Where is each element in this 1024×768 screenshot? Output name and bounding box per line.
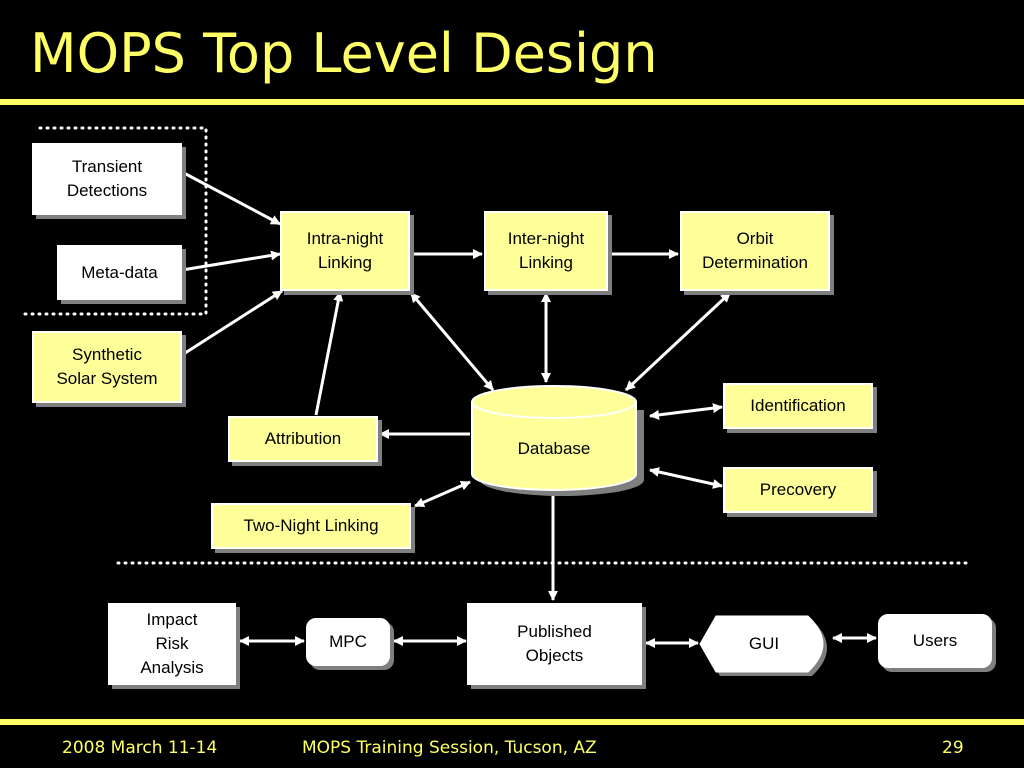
gui-shape bbox=[699, 615, 827, 676]
slide-title: MOPS Top Level Design bbox=[30, 22, 658, 85]
orbit-determination-node: Orbit Determination bbox=[680, 211, 830, 291]
arrow-intra-database bbox=[409, 292, 495, 391]
precovery-node: Precovery bbox=[723, 467, 873, 513]
identification-node: Identification bbox=[723, 383, 873, 429]
footer-page-number: 29 bbox=[942, 738, 964, 758]
transient-detections-node: Transient Detections bbox=[32, 143, 182, 215]
arrow-attribution-intra bbox=[314, 291, 344, 416]
synthetic-solar-system-node: Synthetic Solar System bbox=[32, 331, 182, 403]
arrow-synthetic-intra bbox=[181, 289, 283, 357]
title-rule bbox=[0, 99, 1024, 105]
published-objects-node: Published Objects bbox=[467, 603, 642, 685]
attribution-node: Attribution bbox=[228, 416, 378, 462]
footer-date: 2008 March 11-14 bbox=[62, 738, 218, 758]
impact-risk-analysis-node: Impact Risk Analysis bbox=[108, 603, 236, 685]
meta-data-node: Meta-data bbox=[57, 245, 182, 300]
two-night-linking-node: Two-Night Linking bbox=[211, 503, 411, 549]
arrow-database-precovery bbox=[649, 467, 723, 489]
database-label: Database bbox=[517, 439, 591, 458]
arrow-twonight-database bbox=[414, 480, 471, 508]
mpc-node: MPC bbox=[306, 618, 390, 666]
inter-night-linking-node: Inter-night Linking bbox=[484, 211, 608, 291]
gui-label: GUI bbox=[748, 634, 780, 653]
connectors bbox=[181, 170, 877, 648]
arrow-database-identification bbox=[649, 403, 723, 420]
dotted-boundaries bbox=[20, 126, 970, 565]
arrow-metadata-intra bbox=[181, 250, 281, 272]
users-node: Users bbox=[878, 614, 992, 668]
input-boundary bbox=[20, 126, 208, 316]
arrow-transient-intra bbox=[181, 170, 281, 226]
arrow-orbit-database bbox=[624, 291, 732, 392]
intra-night-linking-node: Intra-night Linking bbox=[280, 211, 410, 291]
footer-event: MOPS Training Session, Tucson, AZ bbox=[302, 738, 597, 758]
footer-rule bbox=[0, 719, 1024, 725]
database-cylinder bbox=[471, 385, 644, 496]
